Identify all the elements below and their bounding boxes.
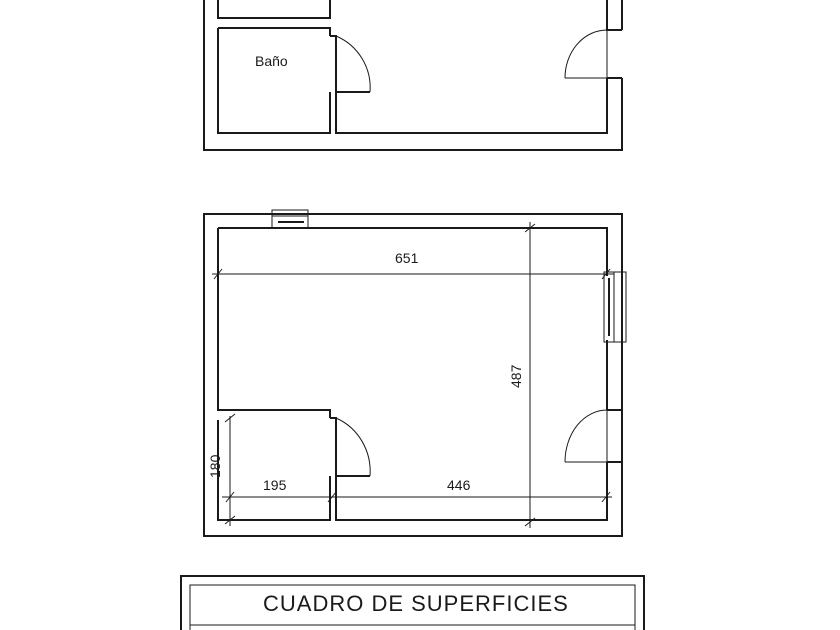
dimension-width-label: 651: [395, 250, 419, 266]
dimension-height-label: 487: [508, 364, 524, 388]
dimension-bottom: 195 446: [222, 477, 612, 503]
surface-table-outer-border: [180, 575, 645, 630]
surface-table-title: CUADRO DE SUPERFICIES: [263, 591, 569, 616]
dimension-height: 487: [508, 222, 536, 528]
top-inner-wall-top: [217, 0, 331, 19]
top-floor-plan: Baño: [203, 0, 623, 151]
dimension-bath-width-label: 195: [263, 477, 287, 493]
top-window-wall: [606, 0, 622, 31]
bottom-inner-wall-left: [217, 228, 331, 418]
bath-room-top-wall: [218, 27, 331, 36]
entry-door-top: [564, 29, 622, 79]
bath-room-walls: [217, 28, 331, 134]
top-outer-wall: [203, 0, 623, 151]
main-room-walls-bottom: [335, 462, 608, 521]
top-main-inner-wall: [335, 78, 608, 134]
dimension-bath-height: 180: [207, 413, 236, 526]
surface-table-inner-border: [189, 584, 636, 630]
bath-room-label: Baño: [255, 53, 288, 69]
top-window: [271, 209, 309, 229]
dimension-main-bottom-label: 446: [447, 477, 471, 493]
surface-table: CUADRO DE SUPERFICIES: [180, 575, 645, 630]
entry-door-bottom: [564, 409, 622, 463]
bath-door-bottom: [330, 417, 371, 477]
dimension-width: 651: [212, 250, 614, 280]
bath-door: [330, 35, 371, 93]
dimension-bath-height-label: 180: [207, 454, 223, 478]
bath-room-walls-bottom: [217, 420, 331, 521]
bottom-floor-plan: 651 487 180 195 446: [203, 209, 627, 537]
bottom-inner-wall-top: [218, 227, 608, 276]
right-window: [603, 271, 627, 343]
bottom-outer-wall: [203, 213, 623, 537]
